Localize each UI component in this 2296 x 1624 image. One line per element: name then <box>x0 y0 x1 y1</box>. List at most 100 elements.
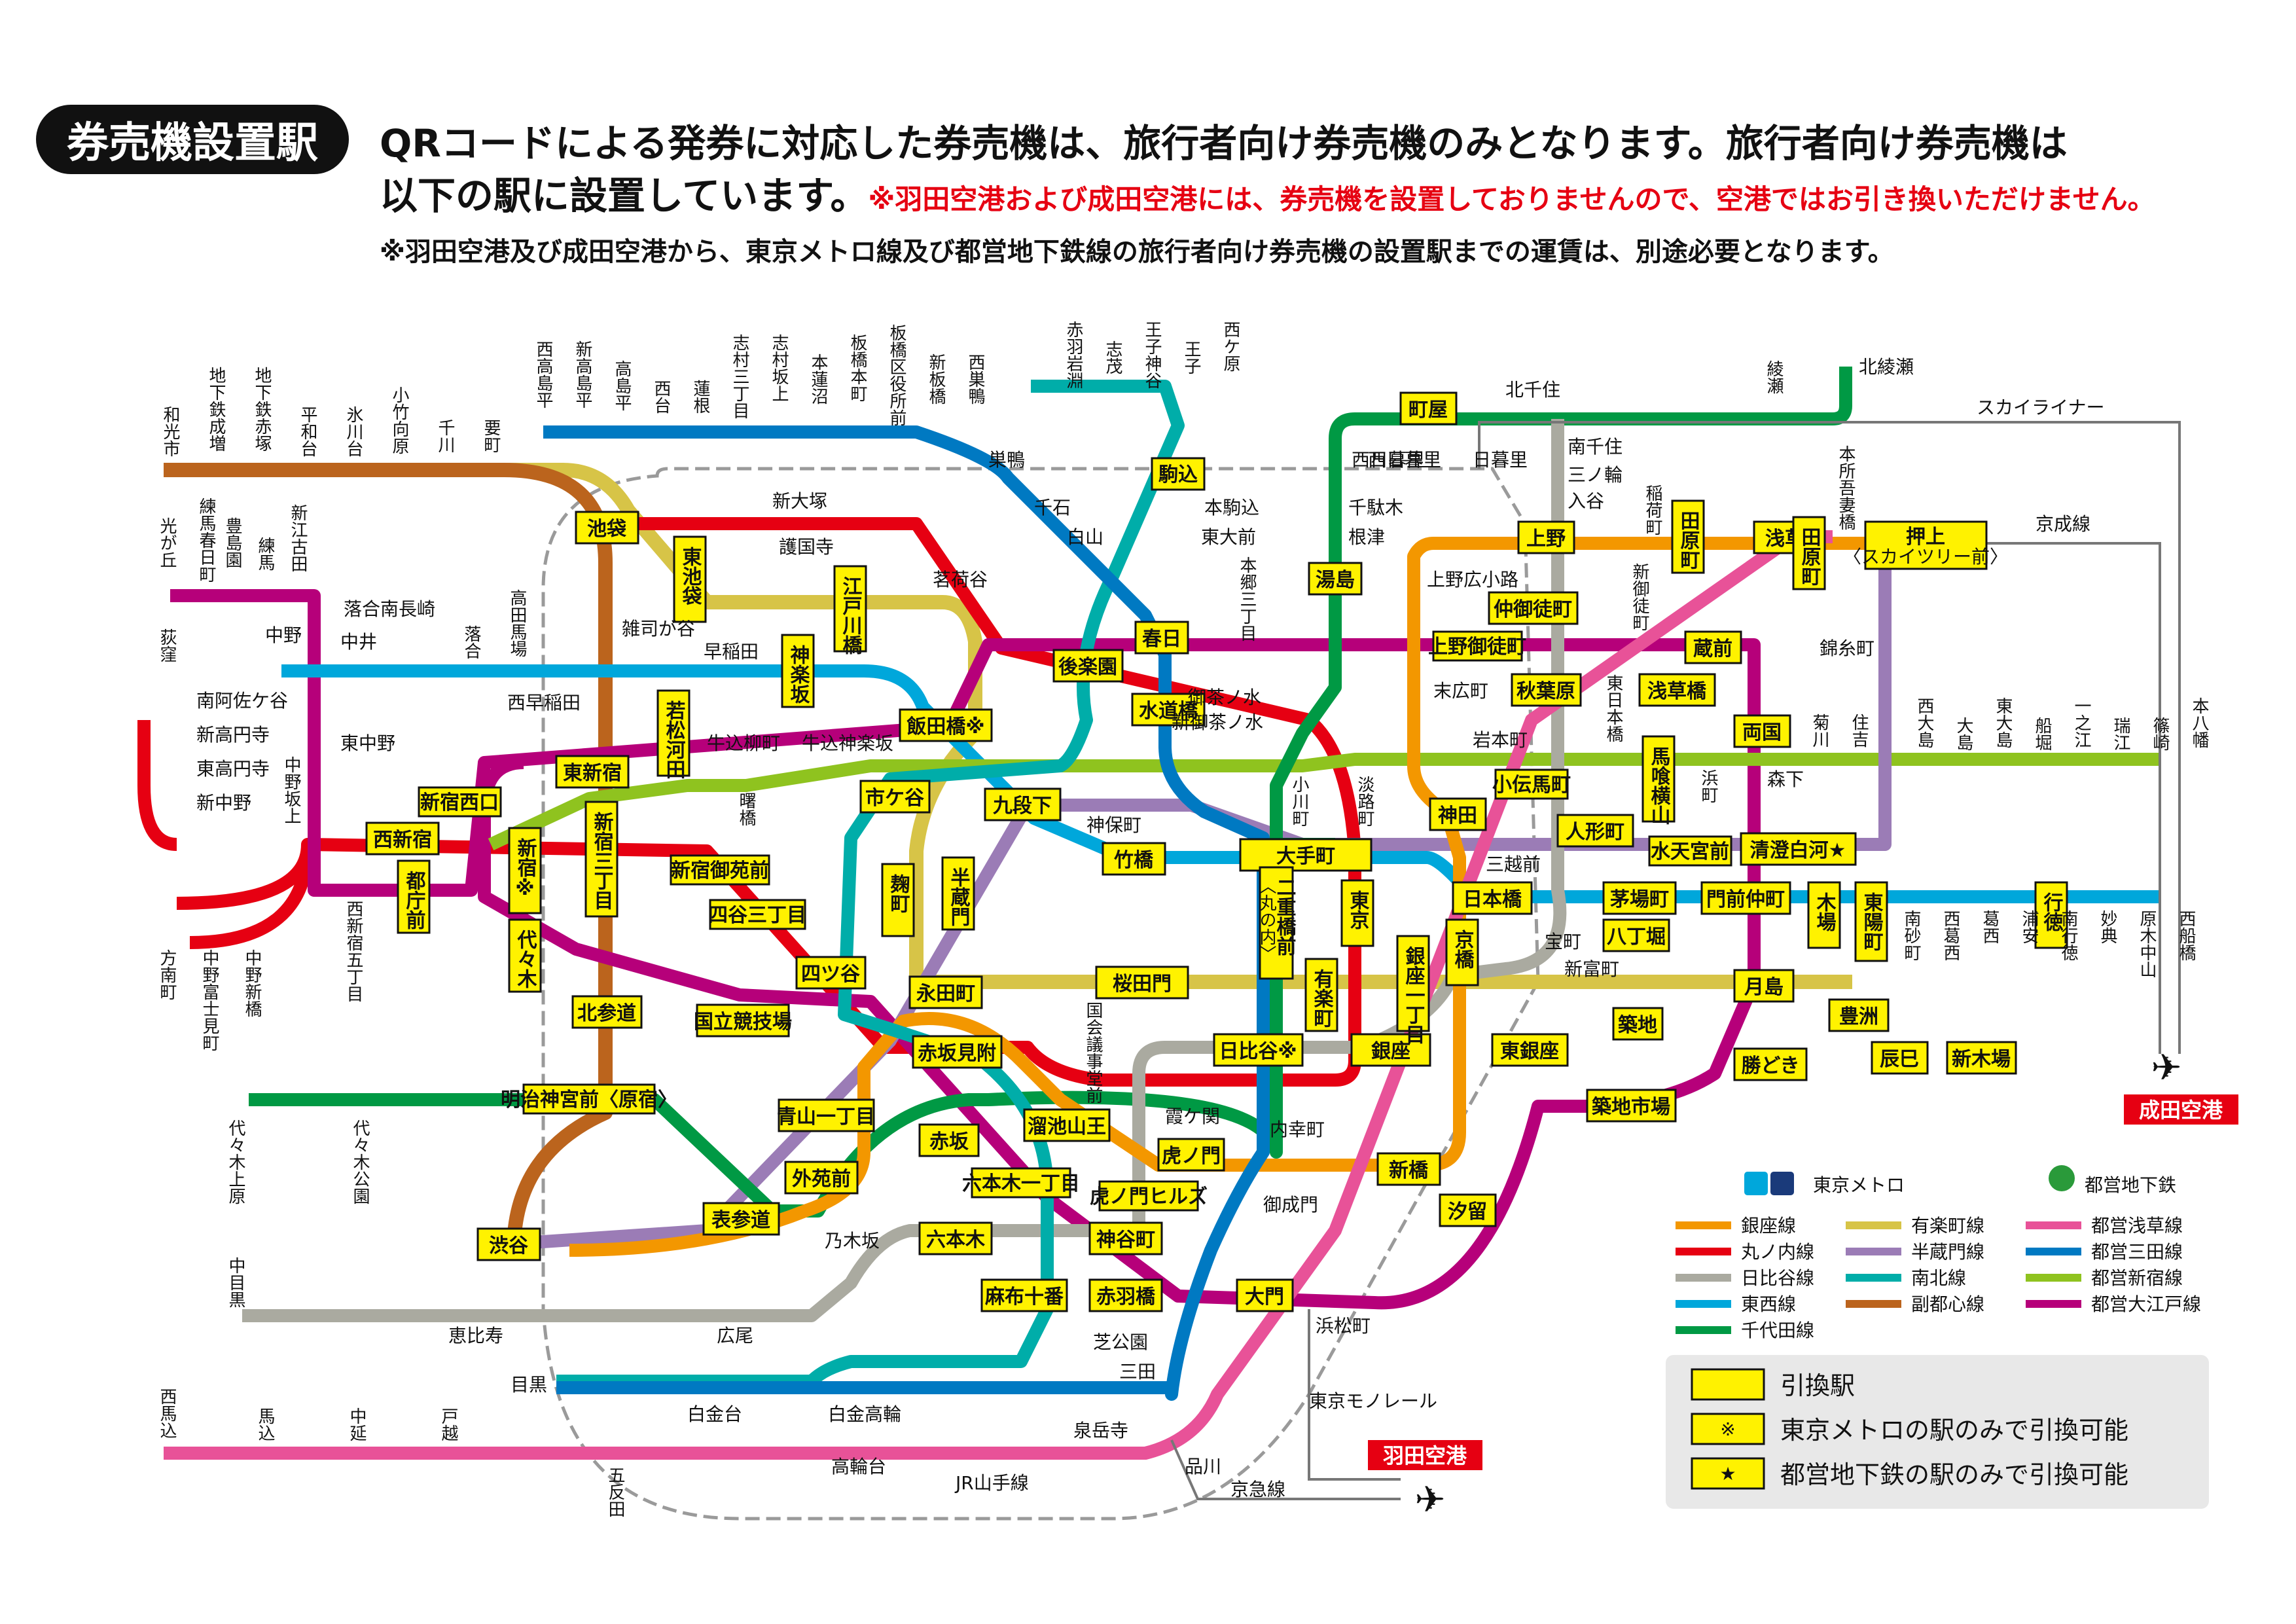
station-nishinippori-label: 西日暮里 <box>1368 449 1441 471</box>
legend-key-1: 東京メトロの駅のみで引換可能 <box>1780 1416 2128 1445</box>
airport-haneda: 羽田空港 ✈ <box>1368 1440 1482 1521</box>
station-nakaokachimachi: 仲御徒町 <box>1494 598 1572 621</box>
station-nishigahara: 西ケ原 <box>1221 321 1240 372</box>
station-nakanobu: 中延 <box>347 1407 367 1441</box>
station-nishikasai: 西葛西 <box>1941 910 1960 961</box>
station-hikarigaoka: 光が丘 <box>157 517 177 568</box>
station-kinshicho: 錦糸町 <box>1820 638 1874 659</box>
legend-toei-title: 都営地下鉄 <box>2085 1174 2176 1196</box>
label-tokyomonorail: 東京モノレール <box>1309 1390 1437 1412</box>
station-shinnakano: 新中野 <box>196 792 251 814</box>
oedo-line <box>170 589 1761 1310</box>
station-tatsumi: 辰巳 <box>1880 1048 1919 1071</box>
legend-key-box <box>1666 1355 2209 1509</box>
label-skyliner: スカイライナー <box>1977 397 2104 418</box>
station-yotsuya: 四ツ谷 <box>801 963 860 986</box>
station-minamisenju: 南千住 <box>1568 436 1623 458</box>
station-bakuroyokoyama: 馬喰横山 <box>1647 746 1671 825</box>
station-kokuritsukyogijo: 国立競技場 <box>694 1011 792 1034</box>
station-tsukijishijo: 築地市場 <box>1592 1096 1670 1119</box>
station-shinegota: 新江古田 <box>288 504 308 572</box>
station-nakanofujimicho: 中野富士見町 <box>200 949 219 1051</box>
station-ebisu: 恵比寿 <box>448 1325 503 1346</box>
station-kanamecho: 要町 <box>481 419 501 453</box>
station-shinotsuka: 新大塚 <box>772 490 827 512</box>
station-uchisaiwaicho: 内幸町 <box>1270 1119 1325 1140</box>
legend-key-0: 引換駅 <box>1780 1371 1855 1400</box>
page-badge: 券売機設置駅 <box>36 105 349 174</box>
station-nishisugamo: 西巣鴨 <box>965 353 985 405</box>
haneda-label-bg <box>1368 1440 1482 1470</box>
station-nishifunabashi: 西船橋 <box>2176 910 2196 961</box>
station-nagatacho: 永田町 <box>916 983 975 1005</box>
station-higashinihombashi: 東日本橋 <box>1604 674 1623 742</box>
station-kasumigaseki: 霞ケ関 <box>1165 1106 1220 1127</box>
station-morishita: 森下 <box>1767 768 1804 790</box>
station-tochomae: 都庁前 <box>403 871 427 929</box>
station-korakuen: 後楽園 <box>1058 656 1117 679</box>
station-ginzaitchome: 銀座一丁目 <box>1402 946 1426 1044</box>
station-minamigyotoku: 南行徳 <box>2058 910 2078 961</box>
station-tokyo: 東京 <box>1346 890 1370 929</box>
legend-toei-3: 都営大江戸線 <box>2091 1293 2201 1315</box>
transfer-stations: 池袋 駒込 町屋 上野 浅草 押上〈スカイツリー前〉 春日 後楽園 湯島 仲御徒… <box>365 391 2017 1312</box>
station-heiwadai: 平和台 <box>298 406 317 457</box>
station-monzennakacho: 門前仲町 <box>1706 888 1785 911</box>
station-shimurasanchome: 志村三丁目 <box>730 334 749 419</box>
station-aoyamaitchome: 青山一丁目 <box>777 1106 875 1128</box>
station-honjoazumabashi: 本所吾妻橋 <box>1836 445 1856 530</box>
station-kokkaigijidomae: 国会議事堂前 <box>1083 1001 1103 1104</box>
station-nihombashi: 日本橋 <box>1463 888 1522 911</box>
station-ochanomizu: 御茶ノ水 <box>1188 687 1261 708</box>
station-toranomon: 虎ノ門 <box>1162 1145 1221 1168</box>
station-higashiikebukuro: 東池袋 <box>679 547 703 605</box>
station-todaimae: 東大前 <box>1201 526 1256 548</box>
plane-icon-narita: ✈ <box>2151 1047 2182 1089</box>
station-kachidoki: 勝どき <box>1741 1055 1799 1077</box>
station-hongosanchome: 本郷三丁目 <box>1237 556 1257 641</box>
station-nishidai: 西台 <box>651 380 671 414</box>
keikyu-line <box>1170 1439 1401 1500</box>
station-hanzomon: 半蔵門 <box>947 867 971 926</box>
station-senkawa: 千川 <box>435 419 455 453</box>
station-hamacho: 浜町 <box>1698 769 1718 803</box>
station-shimo: 志茂 <box>1103 340 1122 374</box>
marunouchi-line <box>137 517 1361 1087</box>
station-shibuya: 渋谷 <box>489 1235 528 1257</box>
station-ningyocho: 人形町 <box>1566 821 1624 844</box>
chiyoda-line <box>249 367 1852 1218</box>
station-kagurazaka: 神楽坂 <box>787 645 810 704</box>
station-iriya: 入谷 <box>1568 490 1604 512</box>
station-jimbocho: 神保町 <box>1086 814 1141 836</box>
station-edogawabashi: 江戸川橋 <box>839 576 863 655</box>
station-hikawadai: 氷川台 <box>344 406 363 457</box>
station-kotakemukaihara: 小竹向原 <box>389 386 409 454</box>
shinjuku-line <box>488 753 2160 851</box>
station-ojima: 大島 <box>1954 717 1973 751</box>
narita-label: 成田空港 <box>2139 1098 2223 1123</box>
station-suidobashi: 水道橋 <box>1139 700 1198 723</box>
station-roppongi: 六本木 <box>926 1229 985 1252</box>
station-tsukishima: 月島 <box>1744 976 1784 999</box>
station-motohasunuma: 本蓮沼 <box>808 353 828 405</box>
headline-line-2: 以下の駅に設置しています。※羽田空港および成田空港には、券売機を設置しておりませ… <box>380 165 2155 220</box>
station-kiba: 木場 <box>1813 892 1837 931</box>
station-hamamatsucho: 浜松町 <box>1316 1315 1371 1337</box>
station-azabujuban: 麻布十番 <box>985 1286 1064 1308</box>
station-higashiginza: 東銀座 <box>1500 1040 1559 1063</box>
headline-line-2-red: ※羽田空港および成田空港には、券売機を設置しておりませんので、空港ではお引き換い… <box>868 183 2155 215</box>
station-shiodome: 汐留 <box>1448 1200 1487 1223</box>
station-tawaramachi-alt: 田原町 <box>1677 511 1700 569</box>
station-kitasenju: 北千住 <box>1505 379 1560 401</box>
station-nezu: 根津 <box>1348 526 1385 548</box>
station-sakuradamon: 桜田門 <box>1113 973 1172 996</box>
station-kamiyacho: 神谷町 <box>1096 1229 1155 1252</box>
station-oji: 王子 <box>1181 340 1201 374</box>
station-shinagawa: 品川 <box>1185 1456 1221 1477</box>
legend-key-2: 都営地下鉄の駅のみで引換可能 <box>1780 1460 2128 1489</box>
station-ryogoku: 両国 <box>1742 721 1782 744</box>
station-magome: 馬込 <box>255 1407 275 1441</box>
station-kikukawa: 菊川 <box>1810 713 1829 748</box>
station-inaricho: 稲荷町 <box>1643 484 1662 535</box>
